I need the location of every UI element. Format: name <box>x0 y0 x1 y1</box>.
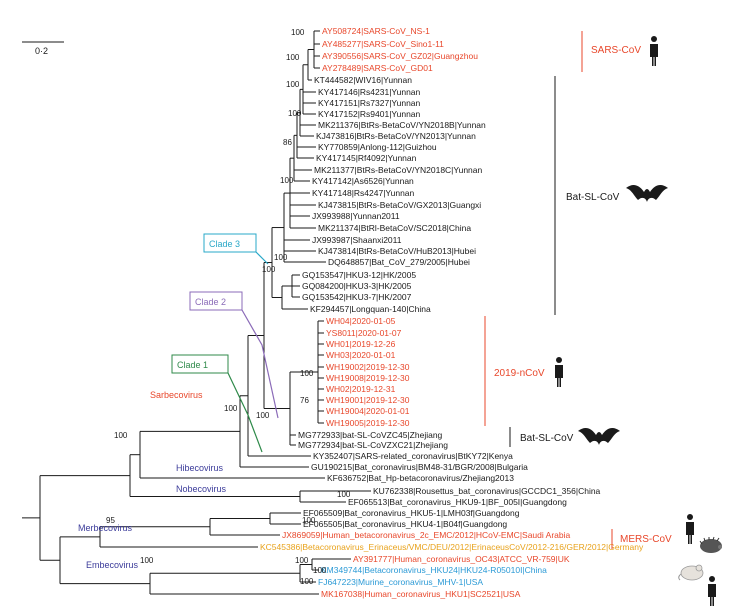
taxon-label: GQ153542|HKU3-7|HK/2007 <box>302 292 412 302</box>
taxon-label: WH03|2020-01-01 <box>326 350 396 360</box>
clade1-label: Clade 1 <box>177 360 208 370</box>
bat-icon <box>626 185 668 202</box>
taxon-label: KF636752|Bat_Hp-betacoronavirus/Zhejiang… <box>327 473 514 483</box>
taxon-label: WH02|2019-12-31 <box>326 384 396 394</box>
taxon-label: WH19008|2019-12-30 <box>326 373 410 383</box>
bootstrap-value: 76 <box>300 396 309 405</box>
taxon-label: KY417145|Rf4092|Yunnan <box>316 153 417 163</box>
bootstrap-value: 100 <box>140 556 154 565</box>
scale-label: 0·2 <box>35 46 48 56</box>
bootstrap-values: 100 100 100 100 86 100 100 100 76 100 10… <box>106 28 351 586</box>
taxon-label: GU190215|Bat_coronavirus|BM48-31/BGR/200… <box>311 462 528 472</box>
taxon-label: KY417151|Rs7327|Yunnan <box>318 98 421 108</box>
taxon-label: EF065505|Bat_coronavirus_HKU4-1|B04f|Gua… <box>303 519 507 529</box>
taxon-label: YS8011|2020-01-07 <box>326 328 402 338</box>
taxon-label: WH19005|2019-12-30 <box>326 418 410 428</box>
taxon-label: WH19002|2019-12-30 <box>326 362 410 372</box>
taxon-label: JX993988|Yunnan2011 <box>312 211 400 221</box>
human-icon <box>708 576 716 606</box>
genus-sarbecovirus: Sarbecovirus <box>150 390 203 400</box>
taxon-label: DQ648857|Bat_CoV_279/2005|Hubei <box>328 257 470 267</box>
clade2-callout: Clade 2 <box>189 291 279 419</box>
taxon-label: KY417152|Rs9401|Yunnan <box>318 109 421 119</box>
batsl2-group-label: Bat-SL-CoV <box>520 433 574 444</box>
hedgehog-icon <box>699 536 722 553</box>
mers-group-label: MERS-CoV <box>620 534 672 545</box>
human-icon <box>650 36 658 66</box>
taxon-label: WH01|2019-12-26 <box>326 339 396 349</box>
taxon-label: KY417148|Rs4247|Yunnan <box>312 188 415 198</box>
taxon-label: KY770859|Anlong-112|Guizhou <box>318 142 437 152</box>
taxon-label: WH19004|2020-01-01 <box>326 406 410 416</box>
taxon-label: KU762338|Rousettus_bat_coronavirus|GCCDC… <box>373 486 601 496</box>
bootstrap-value: 100 <box>256 411 270 420</box>
bootstrap-value: 100 <box>313 566 327 575</box>
bootstrap-value: 100 <box>224 404 238 413</box>
taxon-label: KY352407|SARS-related_coronavirus|BtKY72… <box>313 451 513 461</box>
taxon-label: MG772934|bat-SL-CoVZXC21|Zhejiang <box>298 440 448 450</box>
clade2-label: Clade 2 <box>195 297 226 307</box>
bootstrap-value: 100 <box>262 265 276 274</box>
taxa-labels: AY508724|SARS-CoV_NS-1AY485277|SARS-CoV_… <box>260 26 644 599</box>
sars-group-label: SARS-CoV <box>591 45 641 56</box>
bootstrap-value: 100 <box>300 369 314 378</box>
clade1-callout: Clade 1 <box>171 354 263 453</box>
taxon-label: GQ084200|HKU3-3|HK/2005 <box>302 281 412 291</box>
genus-nobecovirus: Nobecovirus <box>176 484 227 494</box>
taxon-label: KJ473815|BtRs-BetaCoV/GX2013|Guangxi <box>318 200 481 210</box>
bootstrap-value: 100 <box>280 176 294 185</box>
bootstrap-value: 100 <box>286 80 300 89</box>
taxon-label: KY417146|Rs4231|Yunnan <box>318 87 421 97</box>
taxon-label: AY508724|SARS-CoV_NS-1 <box>322 26 430 36</box>
taxon-label: MK211377|BtRs-BetaCoV/YN2018C|Yunnan <box>314 165 482 175</box>
tree-branches <box>22 30 371 595</box>
bat-icon <box>578 428 620 445</box>
batsl-group-label: Bat-SL-CoV <box>566 192 620 203</box>
taxon-label: KT444582|WIV16|Yunnan <box>314 75 412 85</box>
genus-merbecovirus: Merbecovirus <box>78 523 133 533</box>
mouse-icon <box>678 564 704 581</box>
taxon-label: JX993987|Shaanxi2011 <box>312 235 402 245</box>
taxon-label: AY390556|SARS-CoV_GZ02|Guangzhou <box>322 51 478 61</box>
taxon-label: KY417142|As6526|Yunnan <box>312 176 414 186</box>
ncov-group-label: 2019-nCoV <box>494 368 545 379</box>
genus-hibecovirus: Hibecovirus <box>176 463 224 473</box>
bootstrap-value: 100 <box>300 577 314 586</box>
taxon-label: MK167038|Human_coronavirus_HKU1|SC2521|U… <box>321 589 521 599</box>
taxon-label: GQ153547|HKU3-12|HK/2005 <box>302 270 416 280</box>
bootstrap-value: 100 <box>302 516 316 525</box>
taxon-label: KC545386|Betacoronavirus_Erinaceus/VMC/D… <box>260 542 644 552</box>
taxon-label: MG772933|bat-SL-CoVZC45|Zhejiang <box>298 430 443 440</box>
bootstrap-value: 95 <box>106 516 115 525</box>
taxon-label: MK211374|BtRl-BetaCoV/SC2018|China <box>318 223 471 233</box>
bootstrap-value: 100 <box>291 28 305 37</box>
human-icon <box>555 357 563 387</box>
bootstrap-value: 100 <box>337 490 351 499</box>
taxon-label: FJ647223|Murine_coronavirus_MHV-1|USA <box>318 577 483 587</box>
taxon-label: WH04|2020-01-05 <box>326 316 396 326</box>
taxon-label: KF294457|Longquan-140|China <box>310 304 431 314</box>
genus-embecovirus: Embecovirus <box>86 560 139 570</box>
bootstrap-value: 100 <box>288 109 302 118</box>
taxon-label: WH19001|2019-12-30 <box>326 395 410 405</box>
bootstrap-value: 86 <box>283 138 292 147</box>
taxon-label: EF065513|Bat_coronavirus_HKU9-1|BF_005I|… <box>348 497 567 507</box>
bootstrap-value: 100 <box>286 53 300 62</box>
clade3-label: Clade 3 <box>209 239 240 249</box>
taxon-label: AY485277|SARS-CoV_Sino1-11 <box>322 39 444 49</box>
clade3-callout: Clade 3 <box>203 233 269 265</box>
bootstrap-value: 100 <box>295 556 309 565</box>
taxon-label: KJ473816|BtRs-BetaCoV/YN2013|Yunnan <box>316 131 476 141</box>
taxon-label: EF065509|Bat_coronavirus_HKU5-1|LMH03f|G… <box>303 508 520 518</box>
taxon-label: KJ473814|BtRs-BetaCoV/HuB2013|Hubei <box>318 246 476 256</box>
taxon-label: JX869059|Human_betacoronavirus_2c_EMC/20… <box>282 530 571 540</box>
taxon-label: AY391777|Human_coronavirus_OC43|ATCC_VR-… <box>353 554 570 564</box>
bootstrap-value: 100 <box>274 253 288 262</box>
human-icon <box>686 514 694 544</box>
taxon-label: MK211376|BtRs-BetaCoV/YN2018B|Yunnan <box>318 120 486 130</box>
taxon-label: AY278489|SARS-CoV_GD01 <box>322 63 433 73</box>
bootstrap-value: 100 <box>114 431 128 440</box>
taxon-label: KM349744|Betacoronavirus_HKU24|HKU24-R05… <box>321 565 547 575</box>
